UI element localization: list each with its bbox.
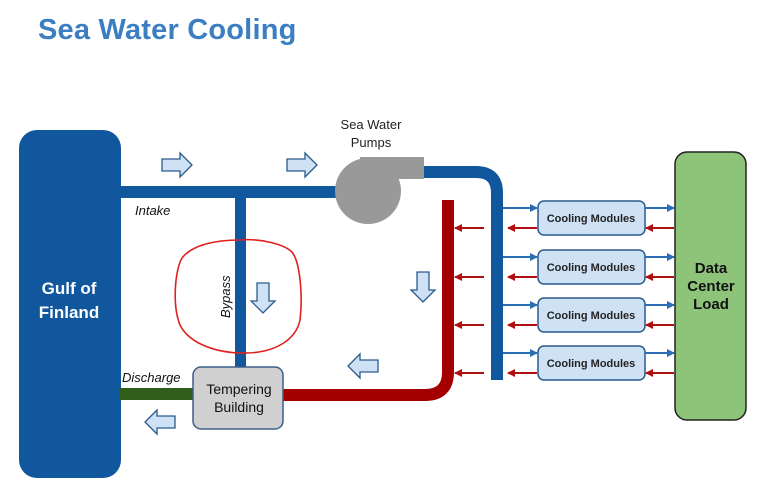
supply-pipe (424, 166, 503, 380)
gulf-label-line1: Gulf of (42, 279, 97, 298)
data-center-label-line1: Data (695, 260, 728, 277)
bypass-pipe (235, 196, 246, 368)
cooling-module-box (537, 200, 646, 236)
page-title: Sea Water Cooling (38, 14, 297, 46)
flow-arrow-down-icon (249, 282, 277, 314)
return-pipe (283, 200, 454, 401)
discharge-label: Discharge (122, 370, 181, 385)
intake-label: Intake (135, 203, 170, 218)
cooling-module-label: Cooling Modules (547, 310, 636, 322)
tempering-label-line2: Building (214, 399, 264, 415)
cooling-module-label: Cooling Modules (547, 213, 636, 225)
data-center-label-line3: Load (693, 296, 729, 313)
gulf-of-finland-block (19, 130, 121, 478)
flow-arrow-left-icon (347, 352, 379, 380)
flow-arrow-right-icon (161, 151, 193, 179)
bypass-label: Bypass (218, 275, 233, 318)
flow-arrow-right-icon (286, 151, 318, 179)
cooling-module-label: Cooling Modules (547, 262, 636, 274)
pump-label-line1: Sea Water (341, 117, 403, 132)
cooling-module-box (537, 249, 646, 285)
tempering-label-line1: Tempering (206, 381, 271, 397)
sea-water-pump-icon (335, 157, 424, 224)
flow-arrow-down-icon (409, 271, 437, 303)
cooling-module-box (537, 297, 646, 333)
data-center-label-line2: Center (687, 278, 735, 295)
gulf-label-line2: Finland (39, 303, 99, 322)
pump-label-line2: Pumps (351, 135, 392, 150)
intake-pipe (120, 186, 342, 198)
annotation-circle (174, 238, 302, 354)
cooling-module-box (537, 345, 646, 381)
discharge-pipe (120, 388, 195, 400)
cooling-module-label: Cooling Modules (547, 358, 636, 370)
flow-arrow-left-icon (144, 408, 176, 436)
data-center-load-block (674, 151, 747, 421)
flow-arrows-group (144, 151, 437, 436)
tempering-building-block (192, 366, 284, 430)
